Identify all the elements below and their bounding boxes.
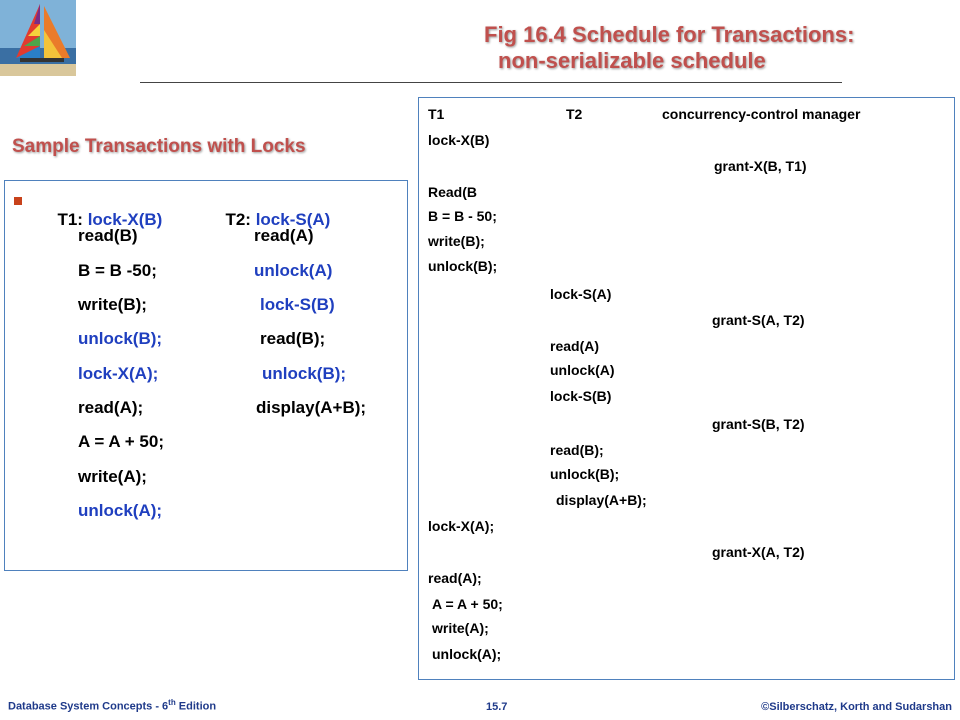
slide-title-line2: non-serializable schedule bbox=[498, 48, 766, 73]
transactions-box bbox=[4, 180, 408, 571]
schedule-line: grant-X(A, T2) bbox=[712, 544, 805, 560]
t1-label: T1: bbox=[57, 210, 88, 229]
t2-line: read(A) bbox=[254, 226, 314, 245]
schedule-line: unlock(A) bbox=[550, 362, 615, 378]
schedule-header-t1: T1 bbox=[428, 106, 445, 122]
schedule-line: grant-S(B, T2) bbox=[712, 416, 805, 432]
t1-line: lock-X(A); bbox=[78, 364, 159, 383]
t2-first-line: T2: lock-S(A) bbox=[216, 190, 330, 230]
bullet-icon bbox=[14, 197, 22, 205]
schedule-line: write(B); bbox=[428, 233, 485, 249]
schedule-line: display(A+B); bbox=[556, 492, 647, 508]
schedule-header-manager: concurrency-control manager bbox=[662, 106, 861, 122]
t1-first-cmd: lock-X(B) bbox=[87, 210, 163, 229]
t1-line: read(A); bbox=[78, 398, 144, 417]
footer-book: Database System Concepts - 6th Edition bbox=[8, 698, 216, 713]
t1-line: write(B); bbox=[78, 295, 147, 314]
schedule-line: lock-X(B) bbox=[428, 132, 490, 148]
schedule-line: read(B); bbox=[550, 442, 604, 458]
footer-book-prefix: Database System Concepts - 6 bbox=[8, 701, 169, 713]
page-number: 15.7 bbox=[486, 701, 508, 713]
schedule-line: grant-X(B, T1) bbox=[714, 158, 807, 174]
schedule-line: lock-S(B) bbox=[550, 388, 612, 404]
schedule-line: read(A); bbox=[428, 570, 482, 586]
schedule-header-t2: T2 bbox=[566, 106, 583, 122]
t2-line: unlock(A) bbox=[254, 261, 333, 280]
schedule-line: Read(B bbox=[428, 184, 478, 200]
t1-line: read(B) bbox=[78, 226, 138, 245]
t2-label: T2: bbox=[225, 210, 256, 229]
schedule-line: unlock(B); bbox=[428, 258, 498, 274]
t1-line: A = A + 50; bbox=[78, 432, 164, 451]
schedule-line: lock-S(A) bbox=[550, 286, 612, 302]
section-subtitle: Sample Transactions with Locks bbox=[12, 136, 306, 157]
footer-copyright: ©Silberschatz, Korth and Sudarshan bbox=[761, 701, 952, 713]
t1-first-line: T1: lock-X(B) bbox=[48, 190, 162, 230]
schedule-line: grant-S(A, T2) bbox=[712, 312, 805, 328]
schedule-line: lock-X(A); bbox=[428, 518, 495, 534]
t1-line: unlock(A); bbox=[78, 501, 163, 520]
footer-book-sup: th bbox=[168, 698, 176, 708]
t2-first-cmd: lock-S(A) bbox=[255, 210, 331, 229]
schedule-box bbox=[418, 97, 955, 680]
schedule-line: read(A) bbox=[550, 338, 600, 354]
schedule-line: unlock(B); bbox=[550, 466, 620, 482]
slide-title: Fig 16.4 Schedule for Transactions: non-… bbox=[420, 22, 940, 74]
t2-line: unlock(B); bbox=[262, 364, 347, 383]
t1-line: B = B -50; bbox=[78, 261, 157, 280]
t2-line: display(A+B); bbox=[256, 398, 367, 417]
schedule-line: write(A); bbox=[432, 620, 489, 636]
t2-line: read(B); bbox=[260, 329, 326, 348]
sailboat-logo-icon bbox=[0, 0, 76, 76]
slide-title-line1: Fig 16.4 Schedule for Transactions: bbox=[484, 22, 855, 47]
t2-line: lock-S(B) bbox=[260, 295, 335, 314]
schedule-line: unlock(A); bbox=[432, 646, 502, 662]
title-divider bbox=[140, 82, 842, 83]
t1-line: write(A); bbox=[78, 467, 147, 486]
footer-book-suffix: Edition bbox=[175, 701, 217, 713]
t1-line: unlock(B); bbox=[78, 329, 163, 348]
schedule-line: A = A + 50; bbox=[432, 596, 503, 612]
schedule-line: B = B - 50; bbox=[428, 208, 497, 224]
